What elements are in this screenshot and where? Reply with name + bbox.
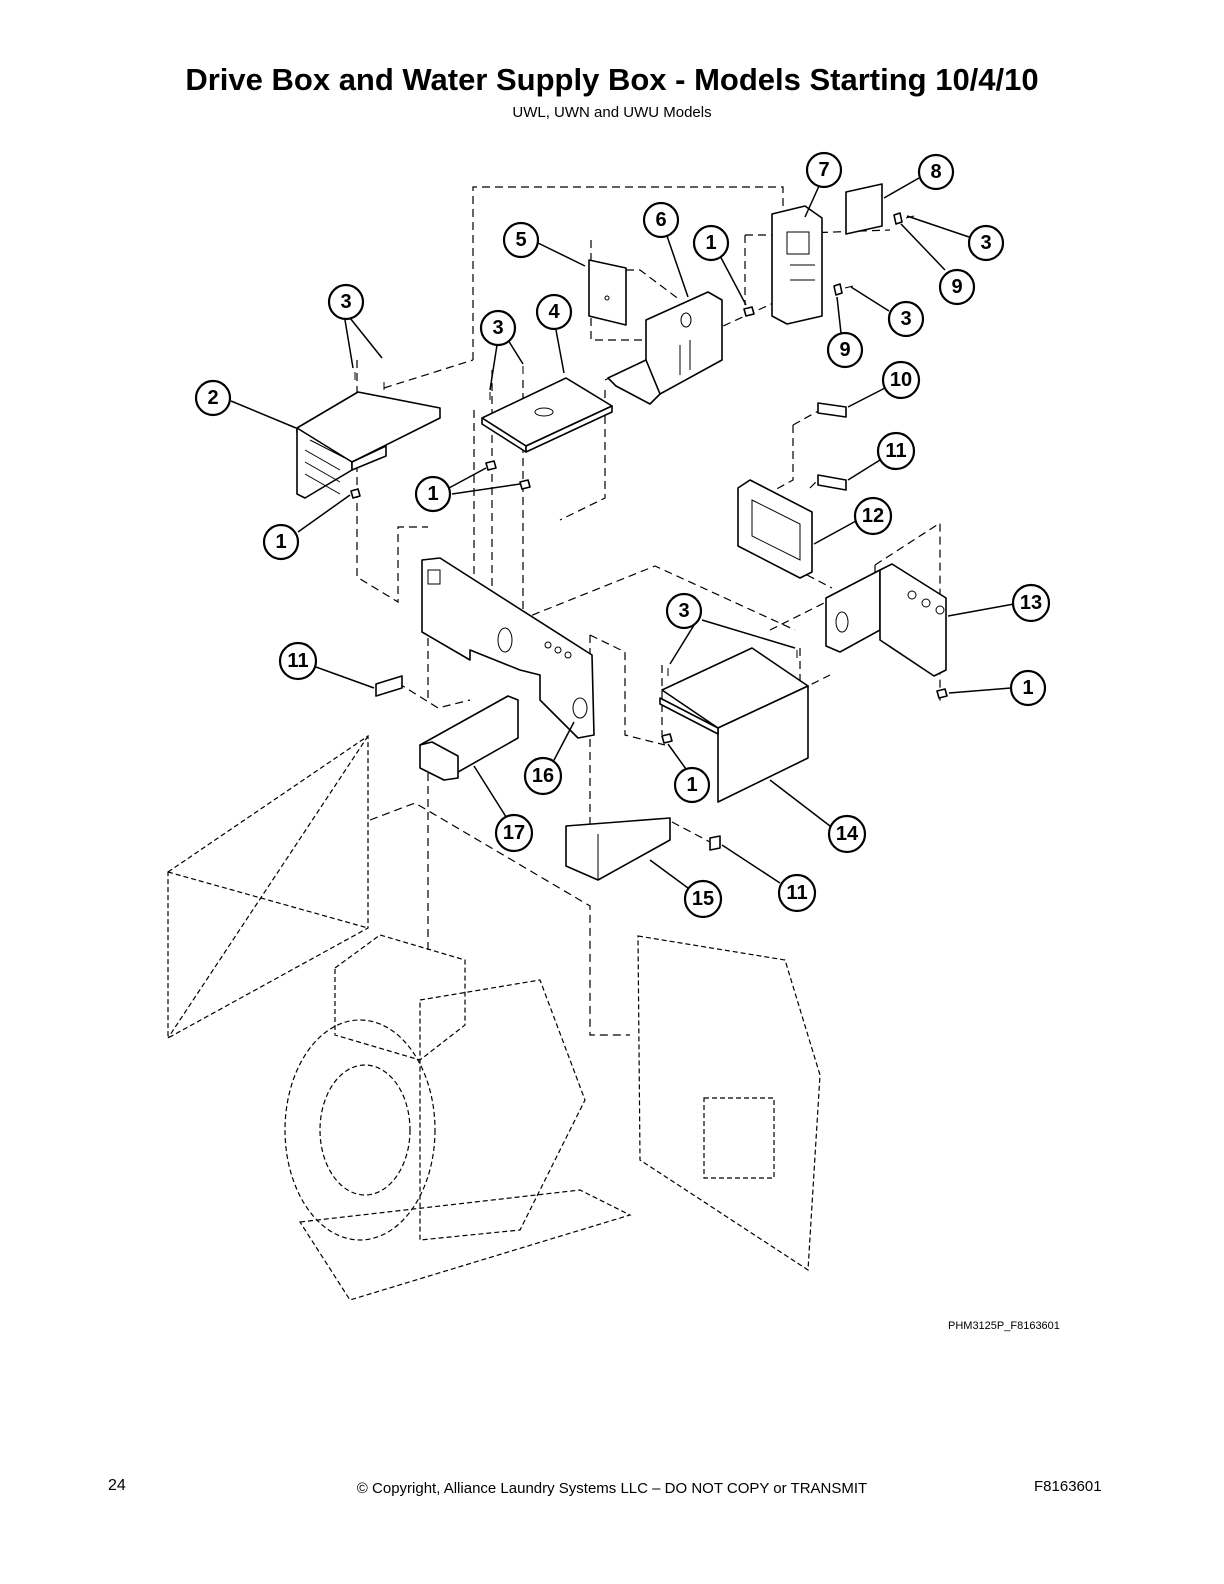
callout-1: 1 xyxy=(673,766,711,804)
svg-text:8: 8 xyxy=(930,161,941,183)
svg-text:9: 9 xyxy=(839,339,850,361)
callout-13: 13 xyxy=(1011,583,1051,623)
callout-1: 1 xyxy=(262,523,300,561)
part-2-bracket xyxy=(296,372,441,499)
callout-3: 3 xyxy=(479,309,517,347)
svg-text:12: 12 xyxy=(862,505,884,527)
svg-text:1: 1 xyxy=(427,483,438,505)
leader-lines xyxy=(230,177,1015,889)
part-14-box xyxy=(659,647,809,803)
callout-9: 9 xyxy=(938,268,976,306)
callout-2: 2 xyxy=(194,379,232,417)
callout-1: 1 xyxy=(1009,669,1047,707)
copyright-notice: © Copyright, Alliance Laundry Systems LL… xyxy=(356,1480,868,1497)
svg-text:1: 1 xyxy=(275,531,286,553)
svg-text:7: 7 xyxy=(818,159,829,181)
page-subtitle: UWL, UWN and UWU Models xyxy=(512,104,712,121)
callout-16: 16 xyxy=(523,756,563,796)
part-17-bracket xyxy=(419,695,519,781)
svg-text:6: 6 xyxy=(655,209,666,231)
part-4-top-plate xyxy=(481,366,613,490)
svg-text:1: 1 xyxy=(705,232,716,254)
part-12-frame xyxy=(737,479,813,579)
callout-7: 7 xyxy=(805,151,843,189)
part-1-nut xyxy=(661,733,673,744)
svg-text:2: 2 xyxy=(207,387,218,409)
machine-frame-context xyxy=(167,734,821,1301)
callout-9: 9 xyxy=(826,331,864,369)
svg-text:4: 4 xyxy=(548,301,560,323)
svg-text:3: 3 xyxy=(900,308,911,330)
part-5-cover-plate xyxy=(588,259,627,326)
callout-5: 5 xyxy=(502,221,540,259)
svg-text:15: 15 xyxy=(692,888,714,910)
part-1-nut xyxy=(936,688,948,699)
svg-text:3: 3 xyxy=(492,317,503,339)
part-6-mount-bracket xyxy=(607,291,723,405)
svg-text:10: 10 xyxy=(890,369,912,391)
svg-text:1: 1 xyxy=(686,774,697,796)
callout-11: 11 xyxy=(278,641,318,681)
svg-text:11: 11 xyxy=(287,650,308,672)
callout-3: 3 xyxy=(327,283,365,321)
svg-text:3: 3 xyxy=(678,600,689,622)
drawing-id: PHM3125P_F8163601 xyxy=(948,1320,1060,1332)
callout-3: 3 xyxy=(887,300,925,338)
callout-8: 8 xyxy=(917,153,955,191)
part-13-panel xyxy=(825,563,947,677)
page-title: Drive Box and Water Supply Box - Models … xyxy=(185,62,1039,97)
part-10-label xyxy=(817,402,847,418)
svg-text:17: 17 xyxy=(503,822,525,844)
svg-text:11: 11 xyxy=(786,882,807,904)
part-15-trough xyxy=(565,817,671,881)
part-16-back-panel xyxy=(421,557,595,739)
svg-text:9: 9 xyxy=(951,276,962,298)
callout-1: 1 xyxy=(414,475,452,513)
svg-text:16: 16 xyxy=(532,765,554,787)
svg-text:3: 3 xyxy=(980,232,991,254)
svg-text:1: 1 xyxy=(1022,677,1033,699)
part-8-cover xyxy=(845,183,883,235)
callout-3: 3 xyxy=(967,224,1005,262)
svg-text:11: 11 xyxy=(885,440,906,462)
part-9-clip xyxy=(833,283,843,296)
part-11-label xyxy=(709,835,721,851)
callout-17: 17 xyxy=(494,813,534,853)
svg-text:14: 14 xyxy=(836,823,859,845)
part-11-label xyxy=(817,474,847,491)
callout-11: 11 xyxy=(777,873,817,913)
svg-text:13: 13 xyxy=(1020,592,1042,614)
callout-4: 4 xyxy=(535,293,573,331)
part-1-nut xyxy=(743,306,755,317)
callout-6: 6 xyxy=(642,201,680,239)
callout-1: 1 xyxy=(692,224,730,262)
page-number: 24 xyxy=(108,1477,126,1494)
document-number: F8163601 xyxy=(1034,1478,1102,1495)
part-11-label xyxy=(375,675,403,697)
callout-3: 3 xyxy=(665,592,703,630)
callout-11: 11 xyxy=(876,431,916,471)
callout-14: 14 xyxy=(827,814,867,854)
callout-10: 10 xyxy=(881,360,921,400)
svg-text:3: 3 xyxy=(340,291,351,313)
svg-text:5: 5 xyxy=(515,229,526,251)
part-7-valve-plate xyxy=(771,205,823,325)
callout-12: 12 xyxy=(853,496,893,536)
part-9-clip xyxy=(893,212,903,225)
callout-15: 15 xyxy=(683,879,723,919)
